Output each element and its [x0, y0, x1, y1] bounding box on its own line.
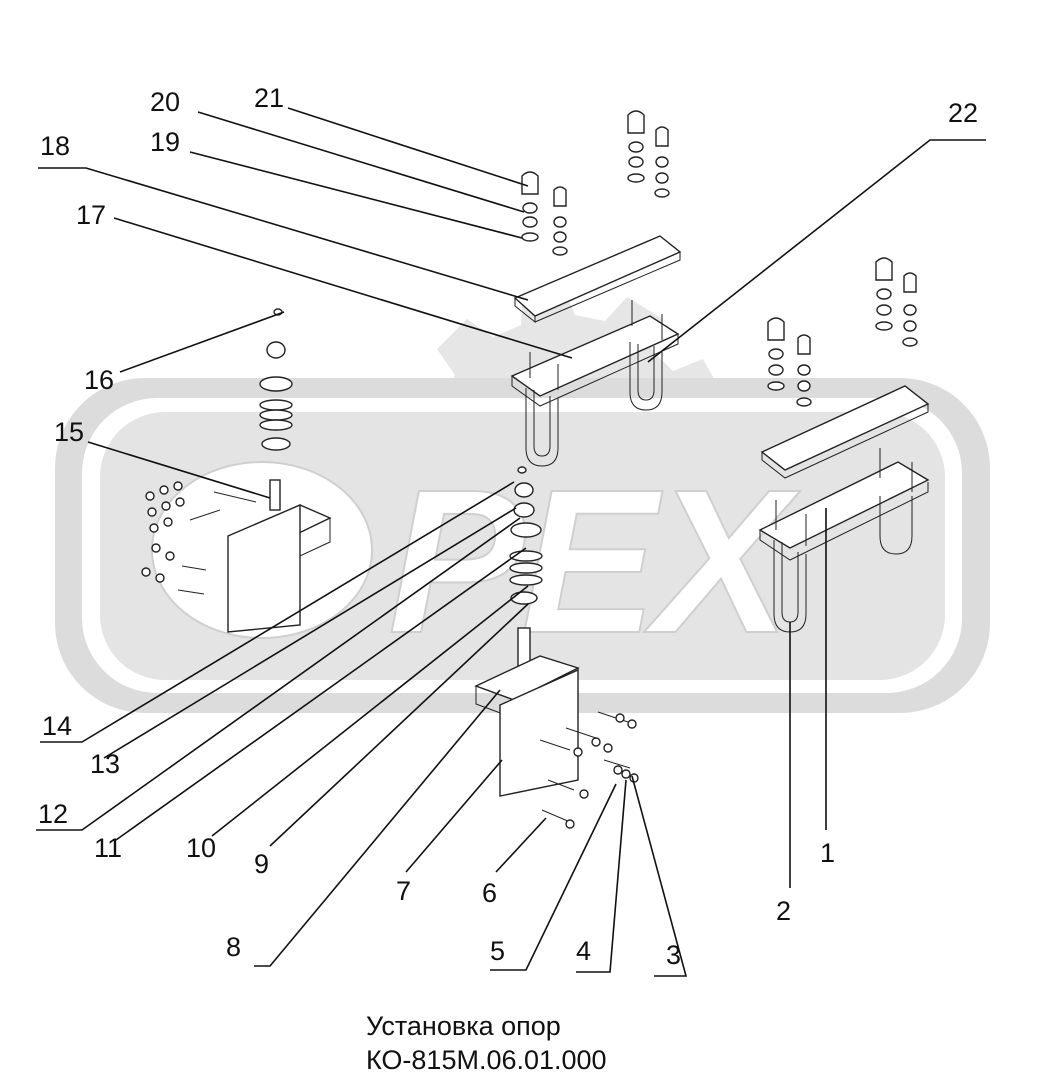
callout-2: 2	[776, 896, 791, 926]
callout-18: 18	[40, 131, 70, 161]
cap-nut-group-top-left	[521, 171, 568, 256]
callout-11: 11	[94, 833, 122, 863]
right-clamp-plate	[760, 385, 930, 479]
callout-17: 17	[76, 200, 106, 230]
cap-nut-group-right-a	[875, 257, 918, 347]
callout-5: 5	[490, 936, 505, 966]
callout-7: 7	[396, 876, 411, 906]
center-damper-mount	[474, 627, 580, 797]
callout-19: 19	[150, 127, 180, 157]
watermark-text: PEX	[388, 447, 800, 676]
callout-1: 1	[820, 838, 835, 868]
callout-21: 21	[254, 83, 284, 113]
caption-title: Установка опор	[366, 1011, 561, 1041]
callout-3: 3	[666, 940, 681, 970]
callout-labels: 21 20 19 18 17 22 16 15 14 13 12 11 10 9…	[38, 83, 978, 970]
left-damper-mount	[227, 479, 332, 633]
callout-6: 6	[482, 878, 497, 908]
leader-lines	[36, 107, 986, 977]
callout-10: 10	[186, 833, 216, 863]
cap-nut-group-top-right	[627, 110, 670, 198]
callout-8: 8	[226, 932, 241, 962]
callout-22: 22	[948, 98, 978, 128]
callout-15: 15	[54, 417, 84, 447]
center-fastener-set	[539, 711, 639, 829]
cap-nut-group-right-b	[767, 317, 812, 407]
top-clamp-plate	[513, 235, 682, 324]
caption-drawing-number: КО-815М.06.01.000	[366, 1045, 607, 1075]
callout-4: 4	[576, 936, 591, 966]
callout-12: 12	[38, 799, 68, 829]
callout-20: 20	[150, 87, 180, 117]
callout-13: 13	[90, 749, 120, 779]
callout-14: 14	[42, 711, 72, 741]
callout-9: 9	[254, 849, 269, 879]
watermark-logo: PEX	[55, 287, 990, 713]
left-fastener-set	[141, 481, 257, 595]
callout-16: 16	[84, 365, 114, 395]
top-bracket-with-u-bolts	[510, 300, 680, 467]
left-spring-stack	[259, 308, 293, 451]
right-bracket-with-u-bolts	[758, 448, 930, 633]
